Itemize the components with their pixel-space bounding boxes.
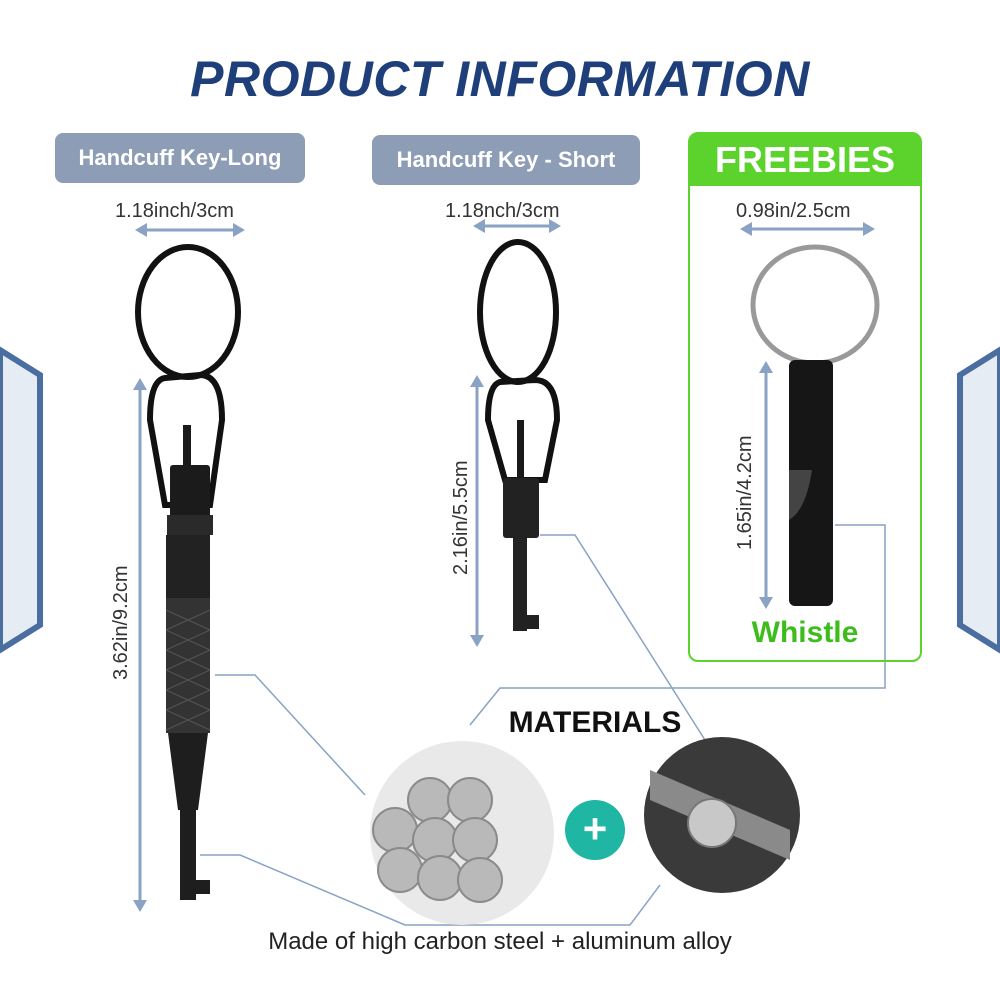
long-width-dimension: 1.18inch/3cm: [115, 200, 234, 222]
handcuff-key-short-image: [477, 239, 561, 631]
steel-rods-image: [370, 741, 554, 925]
connector-long-top: [215, 674, 366, 796]
label-handcuff-key-long: Handcuff Key-Long: [55, 133, 305, 183]
aluminum-rod-image: [644, 737, 800, 893]
whistle-image: [750, 244, 880, 606]
plus-icon: +: [565, 800, 625, 860]
left-hexagon-shape: [0, 346, 43, 654]
freebies-panel: FREEBIES: [688, 132, 922, 662]
short-height-dimension: 2.16in/5.5cm: [450, 460, 472, 575]
page-title: PRODUCT INFORMATION: [190, 51, 810, 107]
handcuff-key-long-image: [135, 244, 241, 900]
freebies-header: FREEBIES: [690, 134, 920, 186]
materials-description: Made of high carbon steel + aluminum all…: [268, 928, 732, 955]
label-handcuff-key-short: Handcuff Key - Short: [372, 135, 640, 185]
connector-whistle: [469, 524, 886, 726]
whistle-width-dimension: 0.98in/2.5cm: [736, 200, 851, 222]
connector-short: [540, 534, 706, 741]
whistle-height-dimension: 1.65in/4.2cm: [734, 435, 756, 550]
long-height-dimension: 3.62in/9.2cm: [110, 565, 132, 680]
connector-lines: [200, 524, 886, 926]
connector-long-bottom: [200, 854, 661, 926]
dimension-arrows: [133, 219, 875, 912]
right-hexagon-shape: [957, 346, 1000, 654]
short-width-dimension: 1.18nch/3cm: [445, 200, 560, 222]
whistle-label: Whistle: [751, 616, 859, 649]
materials-title: MATERIALS: [508, 706, 682, 739]
